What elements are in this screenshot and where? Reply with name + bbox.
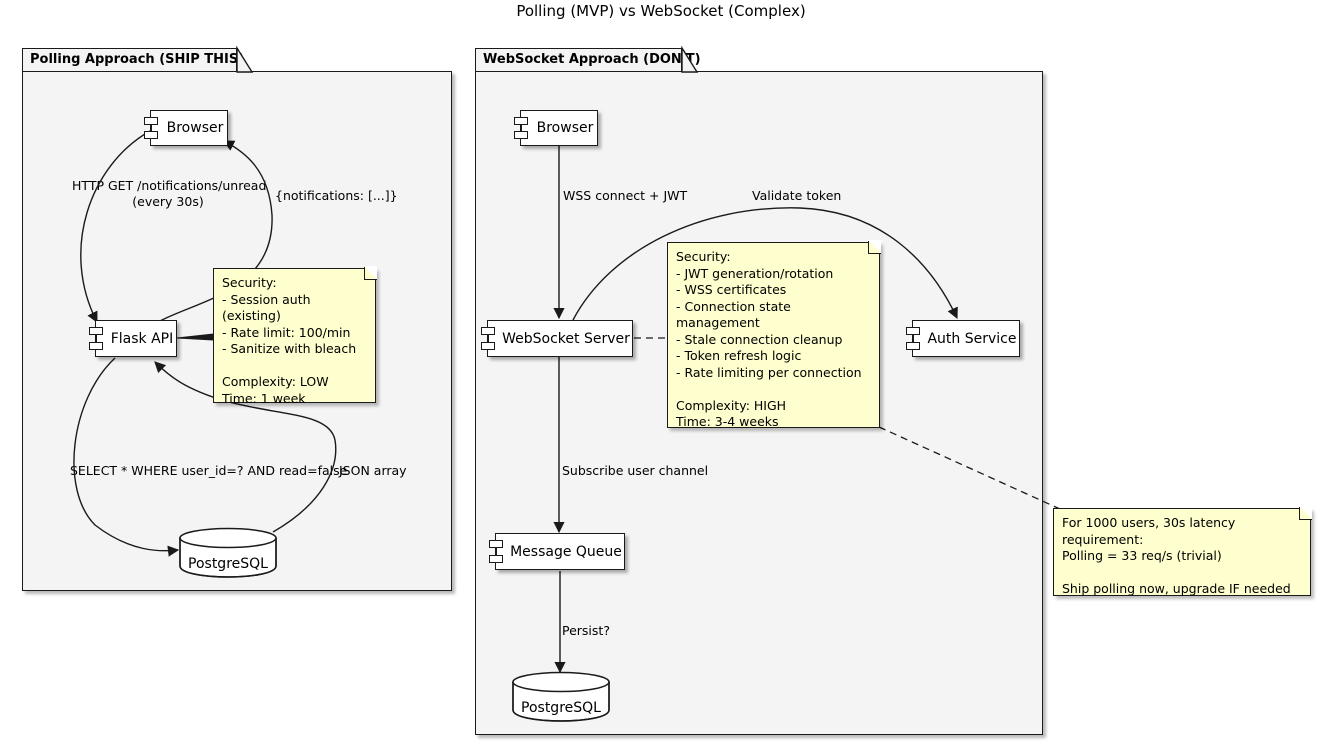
component-label: Browser [166,120,224,136]
component-spine [495,542,497,561]
component-polling-flask-api[interactable]: Flask API [89,320,177,357]
component-ws-auth-service[interactable]: Auth Service [906,320,1020,357]
edge-label-flask-to-browser: {notifications: [...]} [275,188,398,203]
package-title-polling: Polling Approach (SHIP THIS) [30,52,245,67]
database-polling-postgres[interactable]: PostgreSQL [178,526,282,578]
edge-label-flask-to-db: SELECT * WHERE user_id=? AND read=false [70,463,348,478]
component-port-bottom-icon [514,131,528,139]
component-label: Flask API [110,330,174,347]
edge-label-wss-to-auth: Validate token [752,188,842,203]
component-spine [150,119,152,137]
note-recommendation: For 1000 users, 30s latency requirement:… [1053,508,1311,596]
database-cylinder-icon [512,671,610,722]
edge-label-browser-to-flask: HTTP GET /notifications/unread (every 30… [72,178,267,209]
package-tab-websocket [475,48,682,72]
component-label: Message Queue [510,543,622,560]
diagram-title: Polling (MVP) vs WebSocket (Complex) [516,2,806,20]
component-spine [95,329,97,348]
package-title-websocket: WebSocket Approach (DON'T) [483,52,701,67]
component-spine [520,119,522,137]
component-port-top-icon [144,117,158,125]
component-port-bottom-icon [89,342,103,350]
component-ws-browser[interactable]: Browser [514,110,598,146]
edge-label-wss-to-mq: Subscribe user channel [562,463,709,478]
database-ws-postgres[interactable]: PostgreSQL [511,670,615,722]
component-spine [487,329,489,348]
component-label: Auth Service [927,330,1017,347]
component-port-top-icon [481,327,495,335]
component-spine [912,329,914,348]
component-port-top-icon [89,327,103,335]
component-port-top-icon [514,117,528,125]
component-label: Browser [536,120,594,136]
component-port-top-icon [489,540,503,548]
component-port-bottom-icon [481,342,495,350]
edge-label-db-to-flask: JSON array [339,463,407,478]
package-tab-polling [22,48,237,72]
edge-label-browser-to-wss: WSS connect + JWT [563,188,688,203]
note-polling-security: Security: - Session auth (existing) - Ra… [213,268,376,406]
note-websocket-security: Security: - JWT generation/rotation - WS… [667,242,880,429]
database-label: PostgreSQL [521,700,601,716]
component-port-bottom-icon [489,555,503,563]
component-port-bottom-icon [906,342,920,350]
component-label: WebSocket Server [502,330,630,347]
component-port-top-icon [906,327,920,335]
database-label: PostgreSQL [188,556,268,572]
component-ws-message-queue[interactable]: Message Queue [489,533,625,570]
component-port-bottom-icon [144,131,158,139]
component-ws-server[interactable]: WebSocket Server [481,320,633,357]
component-polling-browser[interactable]: Browser [144,110,228,146]
edge-label-mq-to-db: Persist? [562,623,610,638]
